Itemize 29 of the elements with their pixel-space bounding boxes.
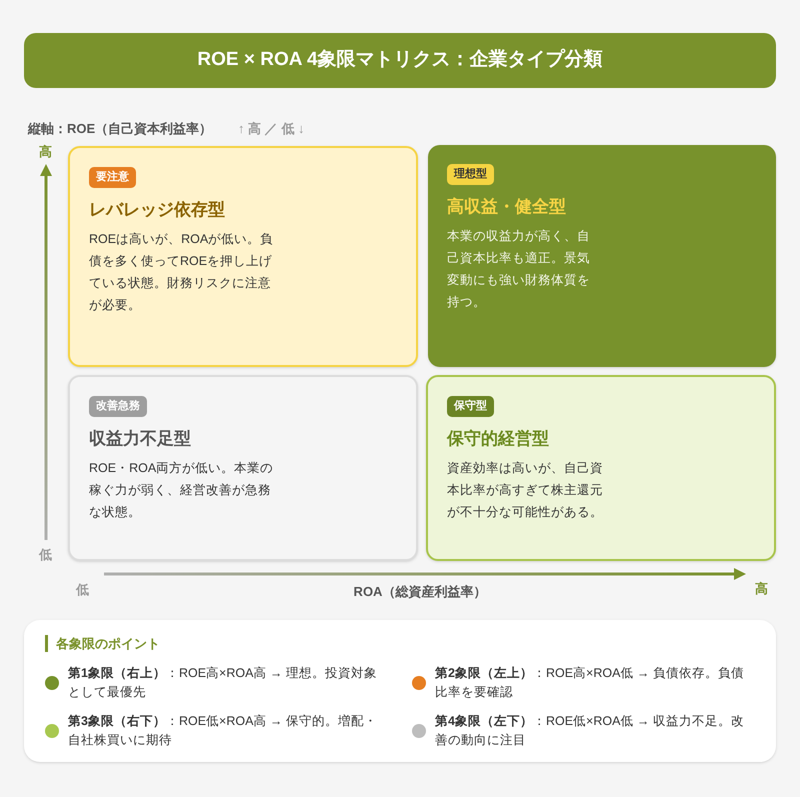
quadrant-heading: 収益力不足型 (89, 428, 191, 450)
legend-text: 第1象限（右上）：ROE高×ROA高 → 理想。投資対象として最優先 (68, 664, 378, 700)
quadrant-card (68, 375, 418, 561)
axis-direction-note: ↑ 高 ／ 低 ↓ (238, 120, 304, 138)
quadrant-heading: 保守的経営型 (447, 428, 549, 450)
quadrant-description: 本業の収益力が高く、自己資本比率も適正。景気変動にも強い財務体質を持つ。 (447, 228, 591, 311)
category-tag: 要注意 (89, 167, 136, 188)
legend-heading: 各象限のポイント (56, 635, 160, 653)
quadrant-card (428, 145, 776, 367)
legend-text: 第3象限（右下）：ROE低×ROA高 → 保守的。増配・自社株買いに期待 (68, 712, 378, 748)
quadrant-card (426, 375, 776, 561)
quadrant-card (68, 146, 418, 367)
quadrant-description: ROE・ROA両方が低い。本業の稼ぐ力が弱く、経営改善が急務な状態。 (89, 460, 274, 521)
quadrant-description: ROEは高いが、ROAが低い。負債を多く使ってROEを押し上げている状態。財務リスクに注意が必要。 (89, 231, 274, 314)
quadrant-heading: レバレッジ依存型 (89, 199, 225, 221)
axis-end-label: 高 (755, 580, 768, 598)
quadrant-heading: 高収益・健全型 (447, 196, 566, 218)
axis-title: ROA（総資産利益率） (354, 583, 486, 601)
axis-end-label: 低 (39, 546, 52, 564)
category-tag: 保守型 (447, 396, 494, 417)
category-tag: 理想型 (447, 164, 494, 185)
axis-title: 縦軸：ROE（自己資本利益率） (28, 120, 212, 138)
category-tag: 改善急務 (89, 396, 147, 417)
legend-text: 第2象限（左上）：ROE高×ROA低 → 負債依存。負債比率を要確認 (435, 664, 745, 700)
quadrant-description: 資産効率は高いが、自己資本比率が高すぎて株主還元が不十分な可能性がある。 (447, 460, 604, 521)
axis-end-label: 低 (76, 581, 89, 599)
title-banner: ROE × ROA 4象限マトリクス：企業タイプ分類 (24, 33, 776, 88)
axis-end-label: 高 (39, 143, 52, 160)
legend-text: 第4象限（左下）：ROE低×ROA低 → 収益力不足。改善の動向に注目 (435, 712, 745, 748)
